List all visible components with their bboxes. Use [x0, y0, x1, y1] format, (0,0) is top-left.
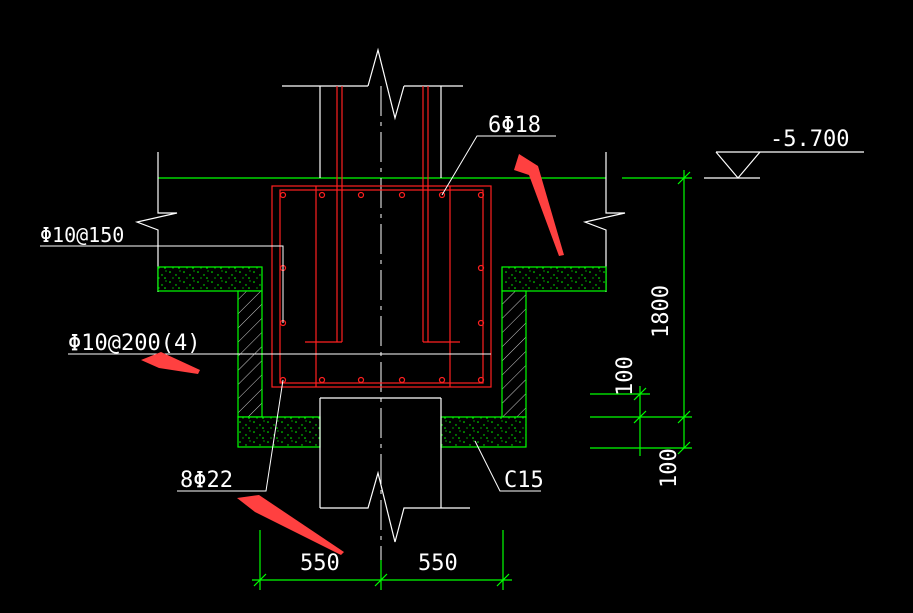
- label-concrete: C15: [504, 468, 544, 493]
- left-ground-break: [134, 152, 178, 292]
- arrow-mid-left: [141, 352, 200, 374]
- pile-below: [319, 397, 470, 543]
- right-top-slab: [501, 266, 607, 292]
- left-bottom-slab: [237, 416, 321, 448]
- label-rebar-top: 6Φ18: [488, 113, 541, 138]
- left-top-slab: [157, 266, 263, 292]
- label-stirrup-a: Φ10@150: [40, 223, 124, 247]
- pile-cap-rebar: [271, 86, 492, 388]
- dim-left: 550: [300, 551, 340, 576]
- leader-lines: [40, 135, 556, 492]
- right-wall: [501, 290, 527, 418]
- arrow-bottom: [237, 495, 344, 555]
- right-bottom-slab: [440, 416, 527, 448]
- column-above: [282, 47, 463, 178]
- label-rebar-bottom: 8Φ22: [180, 468, 233, 493]
- vertical-dimensions: [590, 170, 692, 456]
- elevation-marker: [704, 151, 864, 179]
- dim-right: 550: [418, 551, 458, 576]
- dim-height: 1800: [649, 285, 674, 338]
- rebar-dots: [279, 191, 485, 384]
- label-stirrup-b: Φ10@200(4): [68, 331, 200, 356]
- dim-100-b: 100: [657, 448, 682, 488]
- right-ground-break: [582, 152, 626, 292]
- dim-100-a: 100: [613, 356, 638, 396]
- bottom-dimension: [252, 530, 512, 590]
- arrow-top-right: [514, 154, 564, 256]
- annotation-arrows: [141, 154, 564, 555]
- label-elevation: -5.700: [770, 127, 849, 152]
